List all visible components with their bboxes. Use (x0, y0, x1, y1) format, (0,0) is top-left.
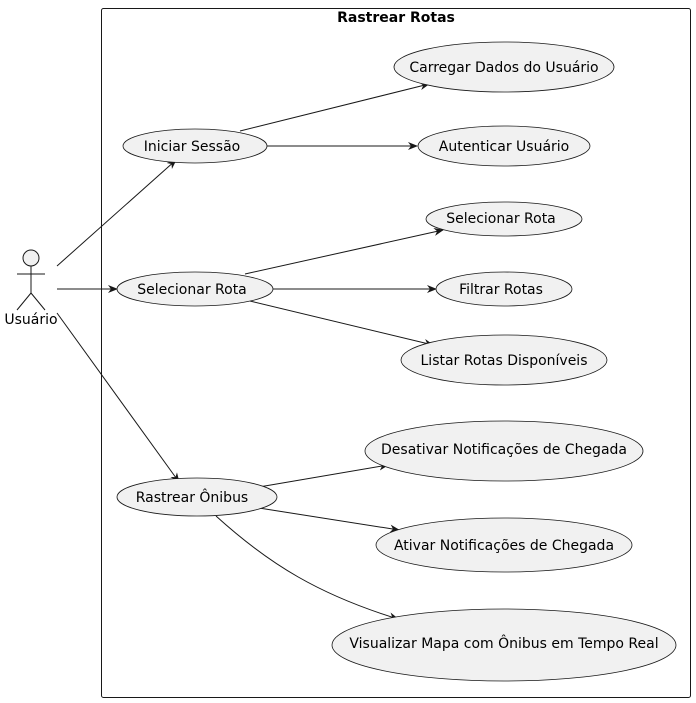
edge-selecionar-listar (249, 300, 434, 347)
use-case-shape (417, 125, 591, 167)
use-case-autenticar: Autenticar Usuário (417, 125, 591, 167)
system-title: Rastrear Rotas (337, 10, 455, 26)
connections (56, 82, 444, 621)
actor-leg-right (30, 292, 46, 311)
use-case-desativar-notificacoes: Desativar Notificações de Chegada (364, 420, 644, 482)
use-case-label: Visualizar Mapa com Ônibus em Tempo Real (349, 634, 658, 652)
actor-head (22, 249, 40, 267)
use-case-shape (116, 271, 274, 307)
edge-iniciar-carregar (239, 82, 430, 132)
use-case-listar-rotas: Listar Rotas Disponíveis (400, 334, 608, 386)
actor-usuario (16, 249, 46, 311)
use-case-shape (331, 608, 677, 682)
use-case-label: Selecionar Rota (137, 282, 247, 298)
use-case-rastrear-onibus: Rastrear Ônibus (116, 477, 278, 517)
edge-selecionar-selecionar (244, 228, 444, 275)
system-boundary (101, 8, 691, 698)
use-case-selecionar-rota-sub: Selecionar Rota (425, 201, 583, 237)
use-case-label: Listar Rotas Disponíveis (421, 353, 588, 369)
use-case-label: Rastrear Ônibus (136, 488, 248, 506)
use-case-ativar-notificacoes: Ativar Notificações de Chegada (375, 517, 633, 573)
use-case-shape (393, 41, 615, 93)
use-case-filtrar-rotas: Filtrar Rotas (435, 271, 573, 307)
use-case-carregar-dados: Carregar Dados do Usuário (393, 41, 615, 93)
use-case-label: Iniciar Sessão (144, 139, 241, 155)
edge-actor-iniciar-sessao (56, 159, 177, 267)
edge-rastrear-visualizar (215, 515, 399, 621)
use-case-shape (435, 271, 573, 307)
use-case-selecionar-rota-main: Selecionar Rota (116, 271, 274, 307)
use-case-label: Desativar Notificações de Chegada (381, 442, 627, 458)
use-case-shape (375, 517, 633, 573)
use-case-visualizar-mapa: Visualizar Mapa com Ônibus em Tempo Real (331, 608, 677, 682)
use-case-shape (364, 420, 644, 482)
use-case-shape (116, 477, 278, 517)
use-case-label: Selecionar Rota (446, 211, 556, 227)
use-case-label: Carregar Dados do Usuário (409, 60, 598, 76)
edge-rastrear-desativar (258, 462, 389, 488)
edge-actor-rastrear-onibus (56, 312, 180, 483)
actor-label: Usuário (4, 312, 57, 328)
use-case-label: Autenticar Usuário (439, 139, 570, 155)
actor-leg-left (16, 292, 32, 311)
use-case-label: Ativar Notificações de Chegada (394, 538, 614, 554)
edge-rastrear-ativar (258, 507, 400, 533)
use-case-shape (425, 201, 583, 237)
use-case-shape (400, 334, 608, 386)
use-case-label: Filtrar Rotas (459, 282, 543, 298)
use-case-iniciar-sessao: Iniciar Sessão (122, 128, 268, 164)
use-case-shape (122, 128, 268, 164)
